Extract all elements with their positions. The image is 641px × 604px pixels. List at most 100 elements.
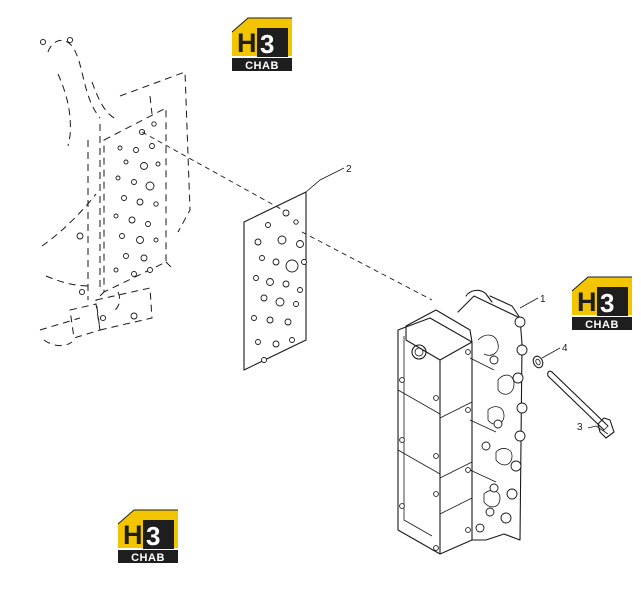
gasket-hole [272,258,280,266]
gasket-hole [301,259,307,265]
valve-bolt [433,453,439,459]
bolt-hole [130,312,138,320]
plate-hole [113,213,119,219]
gasket-hole [260,294,268,302]
plate-hole [147,267,153,273]
gasket-hole [285,259,299,273]
plate-hole [123,159,129,165]
spool-port [485,507,495,517]
gasket-hole [275,297,285,307]
spool-port [512,372,524,384]
gasket-hole [293,301,299,307]
spool-port [516,344,528,356]
gasket-hole [254,238,262,246]
spool-port [514,316,526,328]
alignment-line-lower [301,231,433,301]
valve-bolt [399,377,405,383]
long-bolt [547,370,615,439]
plate-hole [115,175,121,181]
valve-front-bolts [399,349,471,551]
gasket-hole [296,240,304,248]
plate-hole [155,161,161,167]
leader-line-4 [541,347,561,359]
bolt-hole [99,314,107,322]
gasket-hole [289,337,295,343]
valve-bolt [433,491,439,497]
callout-1: 1 [540,294,546,305]
bolt-hole [78,288,86,296]
plate-hole [136,236,144,244]
plate-hole [145,181,155,191]
plate-hole [151,121,157,127]
gasket-hole [293,219,299,225]
gasket-hole [265,222,271,228]
bolt-hole [39,38,47,46]
plate-hole [145,221,151,227]
spool-port [489,355,499,365]
gasket-hole [284,318,292,326]
valve-bolt [433,545,439,551]
spool-port [500,512,512,524]
bolt-hole [76,232,84,240]
plate-hole [113,267,119,273]
plate-hole [121,195,127,201]
housing-plate-holes [113,121,161,277]
gasket-plate [243,191,307,371]
bolt-hole [66,36,74,44]
gasket-hole [261,357,267,363]
gasket-hole [282,209,290,217]
leader-line-1 [519,297,539,309]
gasket-hole [266,278,274,286]
plate-hole [131,179,137,185]
gasket-hole [251,315,257,321]
plate-hole [153,237,159,243]
watermark-logo [117,509,179,565]
plate-hole [128,216,136,224]
gasket-hole [259,255,265,261]
gasket-hole [266,316,274,324]
spool-port [506,488,518,500]
plate-hole [131,271,137,277]
gasket-hole [255,339,261,345]
leader-line-2 [305,167,345,193]
gasket-hole [253,275,259,281]
callout-2: 2 [346,164,352,175]
valve-bolt [465,349,471,355]
valve-bolt [399,503,405,509]
gasket-hole [272,340,280,348]
spool-port [510,460,522,472]
control-valve-assembly [397,289,523,555]
valve-bolt [465,527,471,533]
valve-spool-ports [475,316,528,533]
spool-port [475,523,485,533]
watermark-logo [571,276,633,332]
gasket-hole [277,235,287,245]
spool-port [489,483,499,493]
callout-3: 3 [577,422,583,433]
plate-hole [119,233,125,239]
plate-hole [136,198,144,206]
plate-hole [133,147,139,153]
housing-bolt-holes [39,36,146,322]
spool-port [493,419,503,429]
plate-hole [153,201,159,207]
plate-hole [140,254,148,262]
o-ring [532,355,544,369]
callout-4: 4 [562,343,568,354]
spool-port [481,441,491,451]
valve-bolt [399,437,405,443]
spool-port [514,430,526,442]
leader-line-3 [587,425,609,435]
gasket-hole [282,280,290,288]
valve-bolt [433,395,439,401]
alignment-line-upper [141,131,291,215]
spool-port [516,402,528,414]
valve-bolt [465,407,471,413]
plate-hole [140,162,148,170]
gasket-holes [251,209,307,363]
plate-hole [117,145,123,151]
plate-hole [149,143,155,149]
transmission-housing [39,39,191,347]
watermark-logo [231,17,293,73]
